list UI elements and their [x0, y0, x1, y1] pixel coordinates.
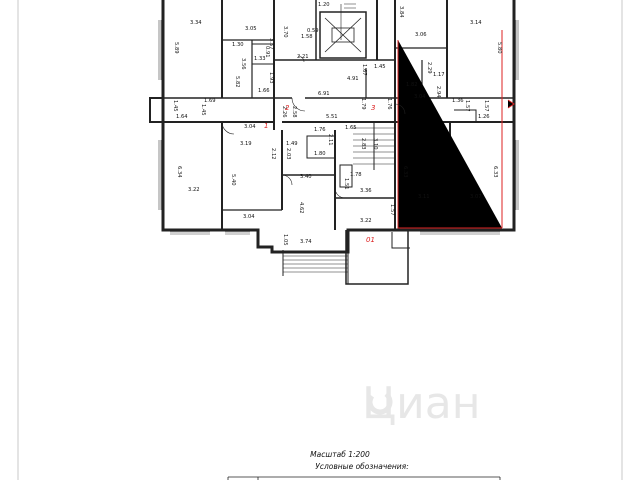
dim-label: 3.36	[360, 188, 372, 194]
dim-label: 3.04	[244, 124, 256, 130]
dim-label: 1.17	[433, 72, 445, 78]
dim-label: 3.84	[398, 6, 404, 18]
dim-label: 1.45	[200, 104, 206, 116]
dim-label: 2.12	[270, 148, 276, 160]
dim-label: 3.56	[240, 58, 246, 70]
dim-label: 1.45	[374, 64, 386, 70]
dim-label: 2.29	[426, 62, 432, 74]
dim-label: 1.45	[172, 100, 178, 112]
dim-label: 3.10	[372, 138, 378, 150]
marker-3: 3	[371, 104, 375, 112]
dim-label: 3.40	[300, 174, 312, 180]
dim-label: 3.19	[240, 141, 252, 147]
dim-label: 1.36	[452, 98, 464, 104]
dim-label: 2.94	[435, 86, 441, 98]
dim-label: 1.26	[478, 114, 490, 120]
dim-label: 5.51	[326, 114, 338, 120]
dim-label: 5.80	[496, 42, 502, 54]
dim-label: 1.49	[286, 141, 298, 147]
dim-label: 3.22	[188, 187, 200, 193]
dim-label: 2.11	[327, 134, 333, 146]
dim-label: 5.89	[173, 42, 179, 54]
dim-label: 1.66	[258, 88, 270, 94]
dim-label: 3.34	[190, 20, 202, 26]
dim-label: 3.07	[470, 194, 482, 200]
dim-label: 1.57	[464, 100, 470, 112]
marker-1: 1	[264, 122, 268, 130]
dim-label: 3.06	[415, 32, 427, 38]
dim-label: 5.82	[234, 76, 240, 88]
dim-label: 6.33	[402, 166, 408, 178]
dim-label: 1.57	[389, 204, 395, 216]
dim-label: 5.40	[230, 174, 236, 186]
watermark-text: Циан	[362, 378, 481, 429]
dim-label: 2.83	[360, 138, 366, 150]
dim-label: 1.05	[282, 234, 288, 246]
dim-label: 1.80	[314, 151, 326, 157]
dim-label: 4.91	[347, 76, 359, 82]
marker-01: 01	[366, 236, 375, 244]
walls	[149, 0, 516, 285]
dim-label: 1.67	[361, 64, 367, 76]
dim-label: 1.58	[301, 34, 313, 40]
dim-label: 6.33	[492, 166, 498, 178]
dim-label: 3.11	[418, 194, 430, 200]
dim-label: 3.14	[470, 20, 482, 26]
dim-label: 1.76	[314, 127, 326, 133]
dim-label: 2.58	[291, 106, 297, 118]
dim-label: 3.04	[414, 94, 426, 100]
legend-title: Условные обозначения:	[315, 462, 408, 471]
dim-label: 3.22	[360, 218, 372, 224]
dim-label: 4.62	[298, 202, 304, 214]
dim-label: 2.21	[297, 54, 309, 60]
dim-label: 1.78	[350, 172, 362, 178]
windows	[158, 20, 519, 235]
dim-label: 3.74	[300, 239, 312, 245]
dim-label: 2.03	[285, 148, 291, 160]
dim-label: 1.69	[204, 98, 216, 104]
dim-label: 1.82	[406, 82, 418, 88]
dim-label: 1.20	[318, 2, 330, 8]
dim-label: 1.76	[386, 98, 392, 110]
doors	[221, 55, 406, 199]
watermark-logo-icon	[367, 392, 393, 415]
dim-label: 2.26	[281, 106, 287, 118]
markers: 1 2 3 01	[264, 104, 375, 244]
dim-label: 3.57	[268, 38, 274, 50]
dim-label: 1.51	[343, 178, 349, 190]
dim-label: 3.70	[282, 26, 288, 38]
dim-label: 1.30	[232, 42, 244, 48]
scale-caption: Масштаб 1:200	[310, 450, 370, 459]
dim-label: 1.93	[268, 72, 274, 84]
dimension-labels: 3.34 3.05 3.57 3.70 1.20 0.59 3.84 3.14 …	[172, 2, 502, 246]
dim-label: 1.79	[360, 98, 366, 110]
dim-label: 3.05	[245, 26, 257, 32]
dim-label: 6.34	[176, 166, 182, 178]
dim-label: 0.59	[307, 28, 319, 34]
dim-label: 1.57	[483, 100, 489, 112]
dim-label: 1.64	[176, 114, 188, 120]
dim-label: 6.91	[318, 91, 330, 97]
marker-2: 2	[285, 104, 290, 112]
dim-label: 3.04	[243, 214, 255, 220]
accent-lines	[397, 30, 515, 229]
dim-label: 1.33	[254, 56, 266, 62]
dim-label: 0.91	[264, 46, 270, 58]
stair-treads	[340, 3, 395, 170]
dim-label: 1.65	[345, 125, 357, 131]
